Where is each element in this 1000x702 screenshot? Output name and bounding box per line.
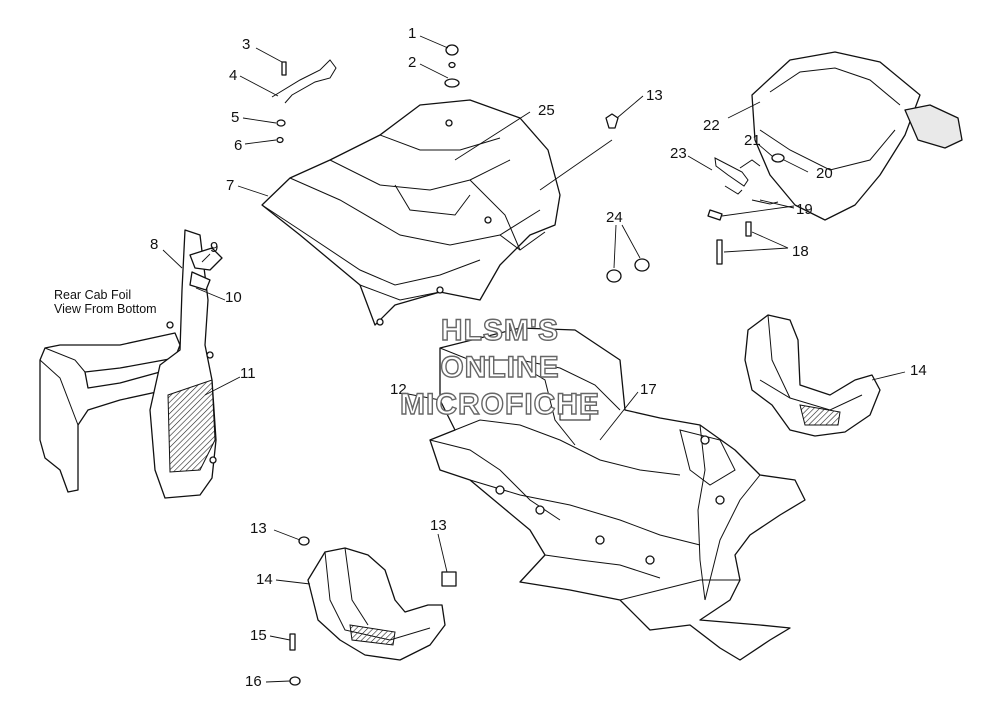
fasteners-bottom xyxy=(289,536,457,686)
callout-24: 24 xyxy=(606,209,623,226)
frame xyxy=(429,327,806,661)
callout-12: 12 xyxy=(390,381,407,398)
callout-2: 2 xyxy=(408,54,416,71)
callout-8: 8 xyxy=(150,236,158,253)
grommets xyxy=(606,258,650,283)
callout-10: 10 xyxy=(225,289,242,306)
inset-note-line1: Rear Cab Foil xyxy=(54,288,131,302)
callout-5: 5 xyxy=(231,109,239,126)
callout-7: 7 xyxy=(226,177,234,194)
callout-1: 1 xyxy=(408,25,416,42)
watermark: HLSM'S ONLINE MICROFICHE xyxy=(399,313,600,421)
seat xyxy=(751,51,963,221)
callout-21: 21 xyxy=(744,132,761,149)
callout-4: 4 xyxy=(229,67,237,84)
callout-3: 3 xyxy=(242,36,250,53)
callout-13-mid: 13 xyxy=(430,517,447,534)
rear-cab xyxy=(261,99,561,326)
callout-18: 18 xyxy=(792,243,809,260)
footwell-left xyxy=(307,547,446,661)
hardware-top xyxy=(271,44,619,144)
callout-15: 15 xyxy=(250,627,267,644)
callout-22: 22 xyxy=(703,117,720,134)
callout-labels: 1 2 3 4 5 6 7 25 13 24 22 21 20 23 19 18… xyxy=(150,25,927,690)
callout-16: 16 xyxy=(245,673,262,690)
callout-17: 17 xyxy=(640,381,657,398)
watermark-line3: MICROFICHE xyxy=(400,388,600,421)
leader-lines xyxy=(162,35,906,683)
rear-cab-foil-inset xyxy=(39,229,223,499)
callout-13-left: 13 xyxy=(250,520,267,537)
callout-13-top: 13 xyxy=(646,87,663,104)
watermark-line2: ONLINE xyxy=(440,351,559,384)
callout-25: 25 xyxy=(538,102,555,119)
callout-19: 19 xyxy=(796,201,813,218)
callout-9: 9 xyxy=(210,239,218,256)
callout-23: 23 xyxy=(670,145,687,162)
callout-6: 6 xyxy=(234,137,242,154)
callout-20: 20 xyxy=(816,165,833,182)
seat-latch xyxy=(707,157,779,265)
callout-14-right: 14 xyxy=(910,362,927,379)
callout-14-left: 14 xyxy=(256,571,273,588)
inset-note-line2: View From Bottom xyxy=(54,302,157,316)
footwell-right xyxy=(744,314,881,437)
watermark-line1: HLSM'S xyxy=(441,314,559,347)
callout-11: 11 xyxy=(240,365,256,382)
